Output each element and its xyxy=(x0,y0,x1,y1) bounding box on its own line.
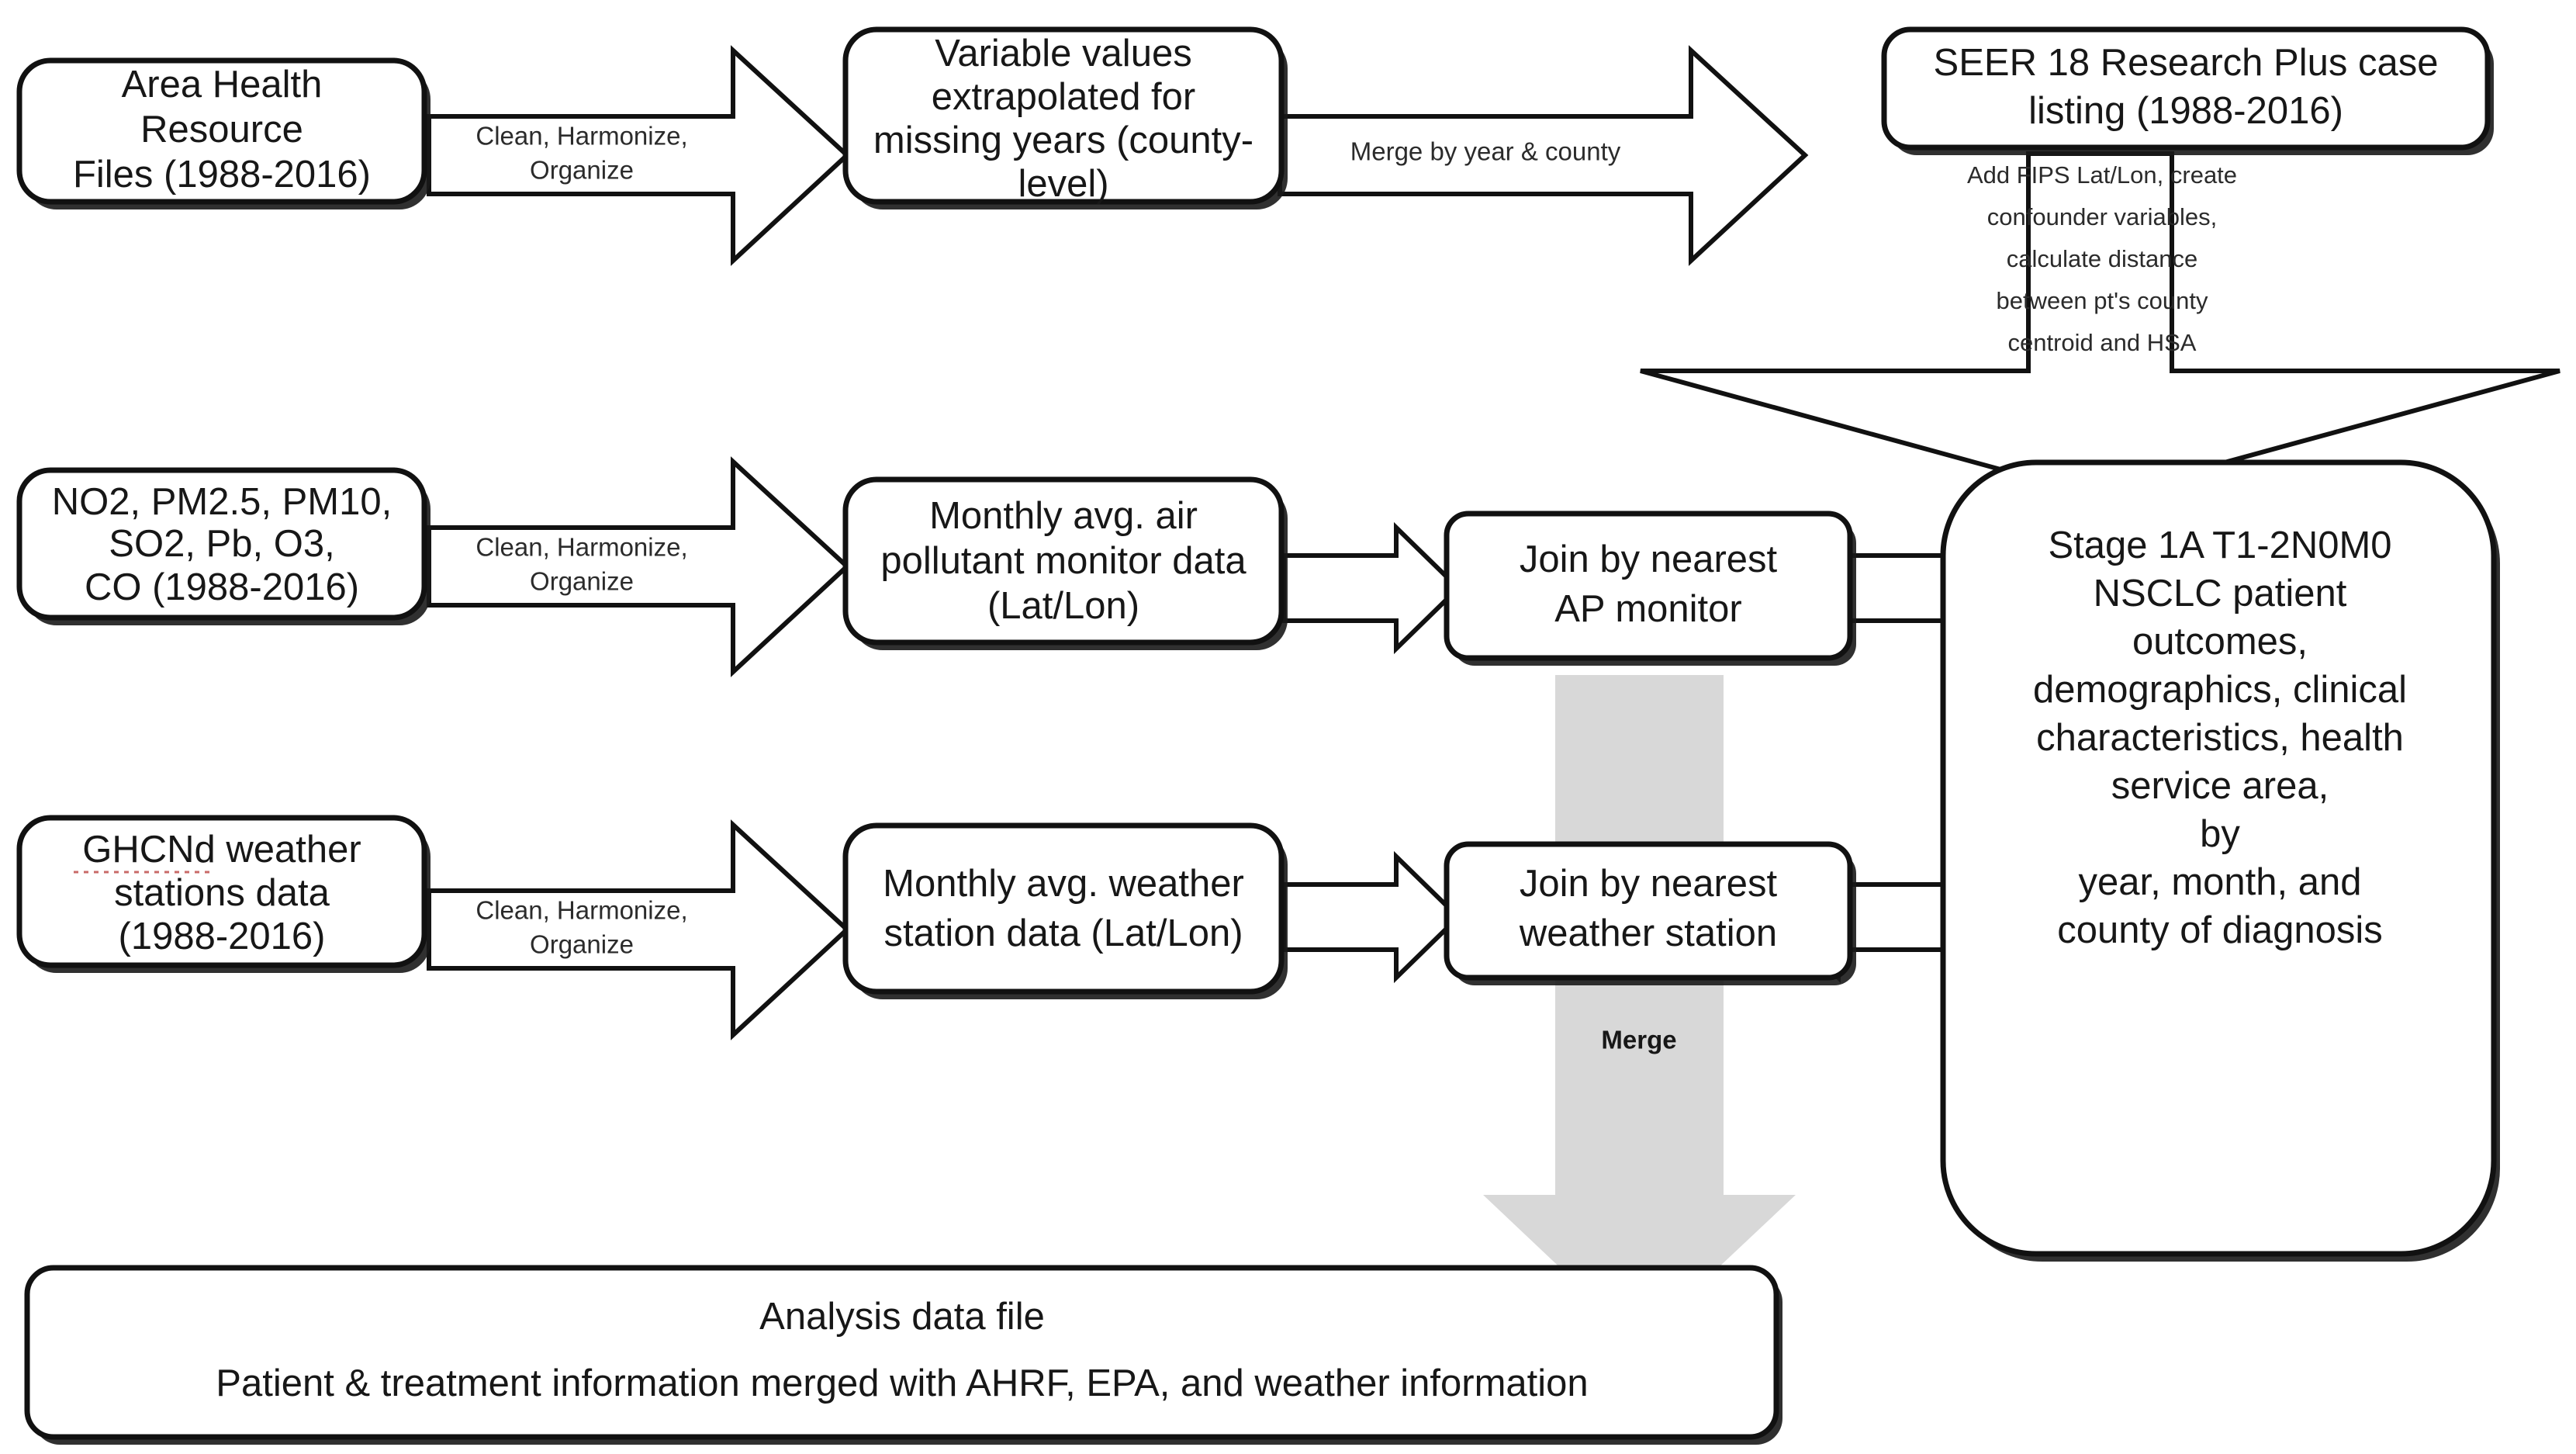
svg-text:SO2, Pb, O3,: SO2, Pb, O3, xyxy=(109,523,334,565)
svg-text:SEER 18 Research Plus case: SEER 18 Research Plus case xyxy=(1934,42,2439,84)
arrow-join-weather xyxy=(1281,850,1462,984)
svg-text:characteristics, health: characteristics, health xyxy=(2036,717,2404,759)
node-variable-values-extrapolated[interactable] xyxy=(842,26,1288,209)
svg-text:county of diagnosis: county of diagnosis xyxy=(2057,909,2383,951)
svg-text:Clean, Harmonize,: Clean, Harmonize, xyxy=(475,896,687,925)
svg-text:station data (Lat/Lon): station data (Lat/Lon) xyxy=(883,912,1243,954)
arrow-merge-year-county xyxy=(1278,45,1809,266)
svg-text:Merge by year & county: Merge by year & county xyxy=(1350,137,1621,166)
svg-text:missing years (county-: missing years (county- xyxy=(873,119,1253,161)
merge-arrow-gray xyxy=(1483,675,1796,1342)
arrow-clean-harmonize-mid xyxy=(427,456,851,677)
node-monthly-avg-air-pollutant-data[interactable] xyxy=(842,476,1288,650)
node-air-pollutant-sources[interactable] xyxy=(16,467,430,625)
svg-text:outcomes,: outcomes, xyxy=(2132,621,2308,663)
svg-text:Organize: Organize xyxy=(530,156,634,185)
node-analysis-data-file[interactable] xyxy=(24,1265,1782,1445)
node-join-by-nearest-ap-monitor[interactable] xyxy=(1444,511,1856,666)
node-ghcnd-weather-stations[interactable] xyxy=(16,815,430,973)
svg-text:Resource: Resource xyxy=(140,109,303,151)
svg-text:calculate distance: calculate distance xyxy=(2007,245,2197,272)
node-seer-18-research-plus[interactable] xyxy=(1881,26,2494,155)
svg-text:(1988-2016): (1988-2016) xyxy=(119,916,326,957)
svg-text:extrapolated for: extrapolated for xyxy=(932,76,1196,118)
svg-text:Add FIPS Lat/Lon, create: Add FIPS Lat/Lon, create xyxy=(1967,161,2237,189)
svg-text:Merge: Merge xyxy=(1601,1026,1676,1054)
edge-label-add-fips: Add FIPS Lat/Lon, create confounder vari… xyxy=(1967,161,2237,356)
arrow-join-ap xyxy=(1281,521,1462,655)
edge-label-merge-year-county: Merge by year & county xyxy=(1350,137,1621,166)
arrow-clean-harmonize-top xyxy=(427,45,851,266)
edge-label-clean-harmonize-top: Clean, Harmonize, Organize xyxy=(475,122,687,185)
svg-text:level): level) xyxy=(1018,163,1108,205)
svg-text:Stage 1A T1-2N0M0: Stage 1A T1-2N0M0 xyxy=(2048,524,2391,566)
svg-text:Patient & treatment informatio: Patient & treatment information merged w… xyxy=(216,1362,1588,1404)
node-label-air-pollutants: NO2, PM2.5, PM10, SO2, Pb, O3, CO (1988-… xyxy=(52,481,392,608)
node-label-monthly-avg-air: Monthly avg. air pollutant monitor data … xyxy=(880,495,1247,627)
svg-text:service area,: service area, xyxy=(2111,765,2329,807)
node-label-seer: SEER 18 Research Plus case listing (1988… xyxy=(1934,42,2439,132)
svg-text:demographics, clinical: demographics, clinical xyxy=(2033,669,2407,711)
svg-text:centroid and HSA: centroid and HSA xyxy=(2008,329,2197,356)
svg-text:between pt's county: between pt's county xyxy=(1996,287,2208,314)
node-label-area-health: Area Health Resource Files (1988-2016) xyxy=(73,64,371,196)
svg-text:(Lat/Lon): (Lat/Lon) xyxy=(987,585,1139,627)
arrow-add-fips xyxy=(1640,151,2560,500)
svg-text:Monthly avg. weather: Monthly avg. weather xyxy=(883,863,1244,905)
svg-text:Clean, Harmonize,: Clean, Harmonize, xyxy=(475,122,687,151)
svg-text:Join by nearest: Join by nearest xyxy=(1520,863,1778,905)
node-join-by-nearest-weather-station[interactable] xyxy=(1444,841,1856,985)
svg-text:Organize: Organize xyxy=(530,930,634,959)
svg-text:Files (1988-2016): Files (1988-2016) xyxy=(73,154,371,196)
node-label-variable-values: Variable values extrapolated for missing… xyxy=(873,33,1253,205)
node-label-join-ap-monitor: Join by nearest AP monitor xyxy=(1520,538,1778,630)
svg-text:Clean, Harmonize,: Clean, Harmonize, xyxy=(475,533,687,562)
svg-text:stations data: stations data xyxy=(114,872,330,914)
svg-text:GHCNd weather: GHCNd weather xyxy=(82,829,361,871)
svg-text:NSCLC patient: NSCLC patient xyxy=(2094,573,2347,614)
svg-text:by: by xyxy=(2200,813,2240,855)
node-label-analysis-data-file: Analysis data file Patient & treatment i… xyxy=(216,1296,1588,1404)
node-label-stage-1a: Stage 1A T1-2N0M0 NSCLC patient outcomes… xyxy=(2033,524,2407,951)
node-monthly-avg-weather-station-data[interactable] xyxy=(842,822,1288,999)
edge-label-clean-harmonize-mid: Clean, Harmonize, Organize xyxy=(475,533,687,596)
svg-text:year, month, and: year, month, and xyxy=(2078,861,2361,903)
svg-text:Variable values: Variable values xyxy=(935,33,1191,74)
svg-text:Monthly avg. air: Monthly avg. air xyxy=(929,495,1198,537)
edge-label-merge: Merge xyxy=(1601,1026,1676,1054)
svg-text:weather station: weather station xyxy=(1519,912,1777,954)
svg-text:listing (1988-2016): listing (1988-2016) xyxy=(2028,90,2343,132)
svg-text:AP monitor: AP monitor xyxy=(1554,588,1741,630)
svg-text:pollutant monitor data: pollutant monitor data xyxy=(880,540,1247,582)
svg-text:Organize: Organize xyxy=(530,567,634,596)
node-stage-1a-patient-cohort[interactable] xyxy=(1940,459,2500,1262)
arrow-clean-harmonize-bottom xyxy=(427,819,851,1040)
svg-text:confounder variables,: confounder variables, xyxy=(1987,203,2217,230)
svg-text:Area Health: Area Health xyxy=(122,64,323,106)
svg-text:CO (1988-2016): CO (1988-2016) xyxy=(85,566,359,608)
svg-text:NO2, PM2.5, PM10,: NO2, PM2.5, PM10, xyxy=(52,481,392,523)
edge-label-clean-harmonize-bottom: Clean, Harmonize, Organize xyxy=(475,896,687,959)
svg-text:Analysis data file: Analysis data file xyxy=(759,1296,1045,1338)
node-area-health-resource-files[interactable] xyxy=(16,57,430,209)
node-label-ghcnd-weather: GHCNd weather stations data (1988-2016) xyxy=(74,829,361,957)
node-label-join-weather-station: Join by nearest weather station xyxy=(1519,863,1778,954)
svg-text:Join by nearest: Join by nearest xyxy=(1520,538,1778,580)
node-label-monthly-avg-weather: Monthly avg. weather station data (Lat/L… xyxy=(883,863,1244,954)
